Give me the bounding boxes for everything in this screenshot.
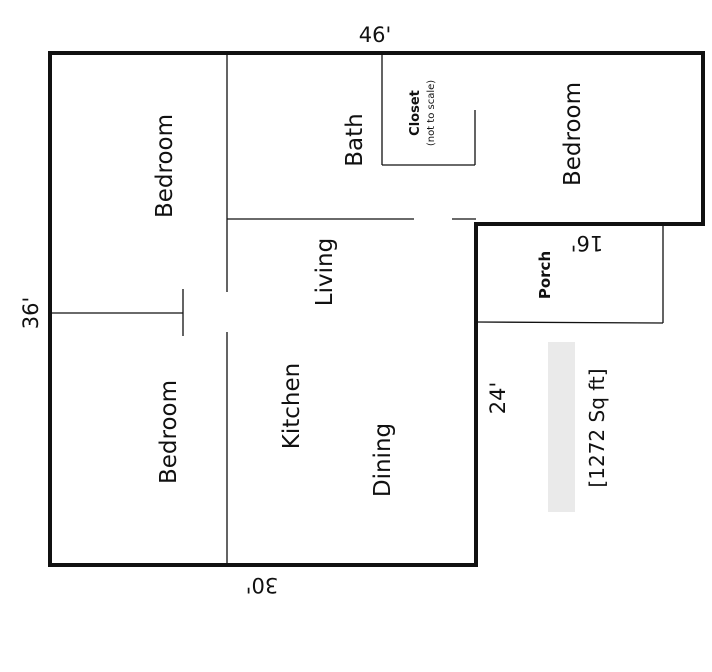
room-label-kitchen: Kitchen (279, 363, 305, 449)
area-label-background (548, 342, 575, 512)
room-label-living: Living (312, 238, 338, 306)
interior-walls (50, 53, 664, 565)
room-label-porch: Porch (536, 251, 554, 299)
closet-not-to-scale-note: (not to scale) (426, 80, 437, 146)
room-label-dining: Dining (370, 423, 396, 497)
dimension-right-lower: 24' (486, 382, 510, 415)
room-label-bedroom-top-left: Bedroom (152, 114, 178, 218)
porch-bottom (475, 321, 664, 324)
dimension-bottom: 30' (246, 573, 279, 597)
dimension-left: 36' (19, 297, 43, 330)
room-label-closet: Closet (408, 90, 423, 136)
area-label: [1272 Sq ft] (585, 368, 609, 487)
room-label-bedroom-right: Bedroom (560, 82, 586, 186)
room-label-bath: Bath (342, 113, 368, 166)
dimension-top: 46' (359, 23, 392, 47)
exterior-wall (48, 51, 705, 567)
dimension-porch-width: 16' (571, 231, 604, 255)
room-label-bedroom-bottom-left: Bedroom (156, 380, 182, 484)
